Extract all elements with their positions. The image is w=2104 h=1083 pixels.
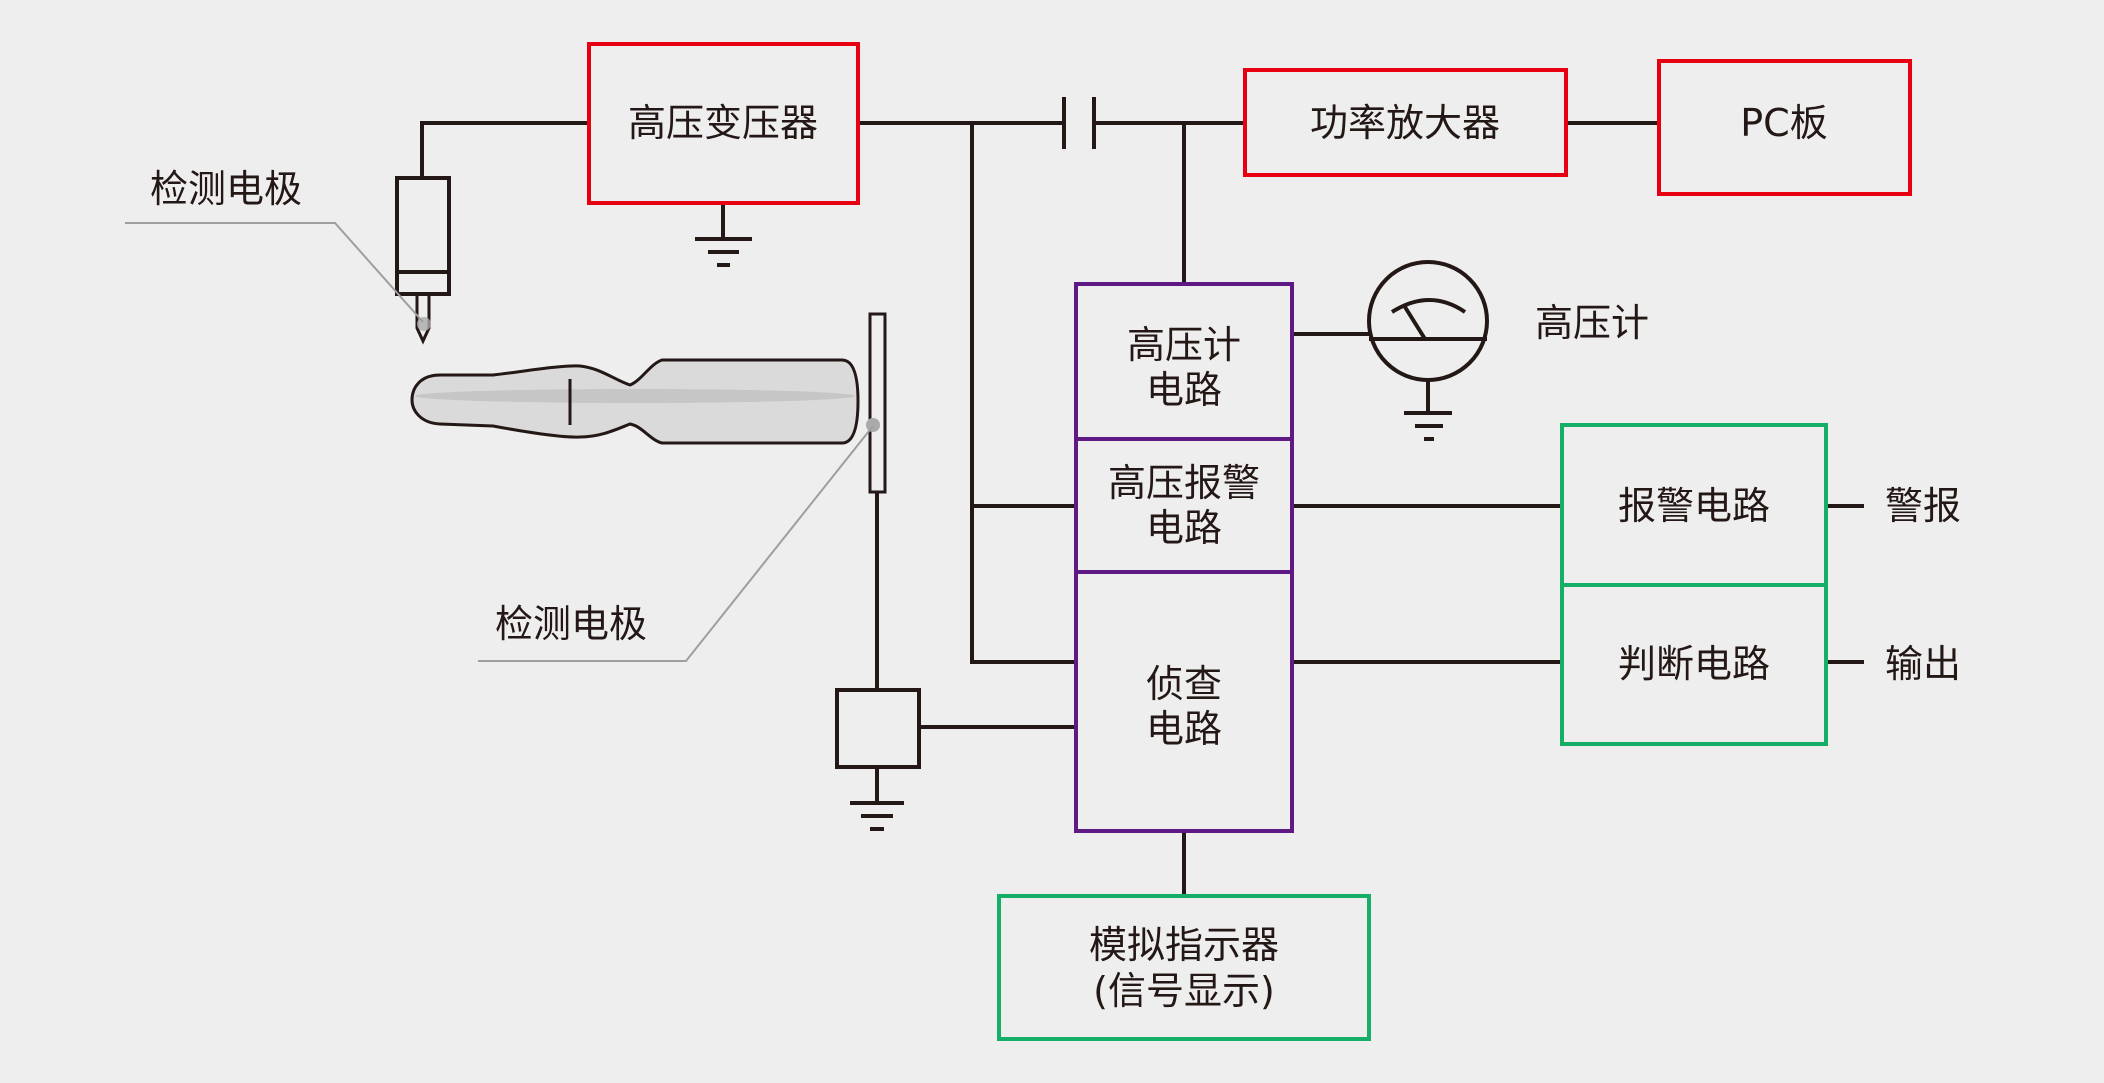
hv-alarm-circuit-label-line2: 电路 [1146,506,1222,550]
hv-meter-circuit-label-line2: 电路 [1146,368,1222,412]
power-amplifier-label: 功率放大器 [1310,101,1500,145]
alarm-output-label: 警报 [1885,484,1961,528]
alarm-circuit-label: 报警电路 [1618,484,1770,528]
ground-icon-meter [1404,381,1452,441]
signal-output-label: 输出 [1885,642,1961,686]
judgment-circuit-label: 判断电路 [1618,642,1770,686]
hv-meter-label: 高压计 [1535,301,1649,345]
block-detection-circuit: 侦查 电路 [1074,570,1294,833]
analog-indicator-label-line2: (信号显示) [1093,969,1275,1013]
block-alarm-circuit: 报警电路 [1560,423,1828,587]
leader-line-top-electrode [125,222,424,323]
sensor-block [835,688,921,769]
ground-icon-transformer [695,203,752,267]
analog-indicator-label-line1: 模拟指示器 [1089,923,1279,967]
leader-line-bottom-electrode [478,425,874,662]
hv-transformer-label: 高压变压器 [628,101,818,145]
block-pc-board: PC板 [1657,59,1912,196]
pc-board-label: PC板 [1740,101,1827,145]
hv-meter-icon [1367,260,1489,382]
block-hv-transformer: 高压变压器 [587,42,860,205]
capacitor-symbol [1062,97,1096,149]
top-electrode-label: 检测电极 [150,167,302,211]
hv-meter-circuit-label-line1: 高压计 [1127,323,1241,367]
bottom-electrode-label: 检测电极 [495,602,647,646]
detection-circuit-label-line2: 电路 [1146,707,1222,751]
hv-alarm-circuit-label-line1: 高压报警 [1108,461,1260,505]
ground-icon-sensor [850,767,904,831]
block-analog-indicator: 模拟指示器 (信号显示) [997,894,1371,1041]
block-hv-meter-circuit: 高压计 电路 [1074,282,1294,441]
bottom-electrode-plate [866,312,887,494]
ampoule-vial [410,358,860,445]
block-hv-alarm-circuit: 高压报警 电路 [1074,437,1294,574]
detection-circuit-label-line1: 侦查 [1146,662,1222,706]
top-electrode-probe [395,176,451,345]
wires [420,121,1864,896]
block-judgment-circuit: 判断电路 [1560,583,1828,746]
wire-electrode-to-transformer [420,121,589,178]
wire-hv-bus [970,123,1076,664]
block-power-amplifier: 功率放大器 [1243,68,1568,177]
